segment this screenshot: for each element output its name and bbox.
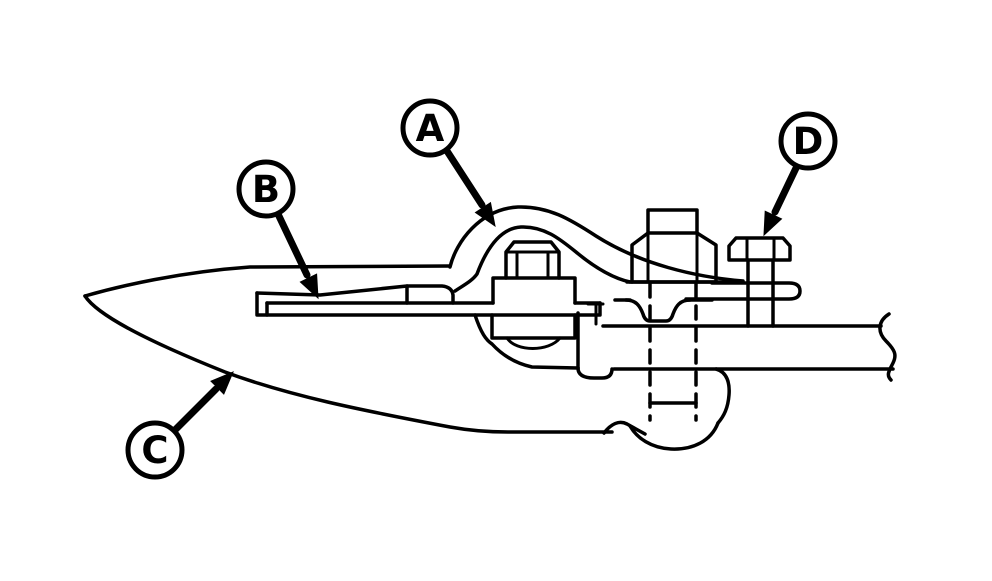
arch-inner-edge	[453, 225, 745, 293]
callout-a-arrow-head	[474, 201, 496, 228]
plate-left-bottom	[255, 291, 602, 317]
bracket-bottom-bulge	[628, 421, 720, 451]
callout-d: D	[763, 111, 838, 237]
mount-nut-hex	[630, 231, 718, 284]
bolt-d	[727, 236, 792, 328]
callout-a-label: A	[416, 107, 445, 150]
callout-c-label: C	[141, 429, 168, 472]
blade-top-edge	[83, 264, 452, 298]
blade-bottom-edge	[83, 294, 614, 434]
bolt-d-head	[727, 236, 792, 262]
clamp-arch-part	[448, 205, 745, 293]
arch-outer-edge	[448, 205, 745, 283]
callout-c-arrow-head	[210, 371, 234, 395]
callout-c-circle	[125, 420, 185, 480]
callout-b-circle	[236, 159, 296, 219]
callout-b: B	[236, 159, 319, 300]
callout-d-circle	[778, 111, 838, 171]
bracket-fold-tab	[602, 420, 647, 436]
strap-arm	[684, 281, 802, 301]
bracket-right-profile	[714, 367, 731, 425]
bolt-lower-block	[490, 313, 577, 340]
center-nut-washer	[491, 276, 577, 305]
bracket-upper-ledge	[586, 302, 605, 326]
socket-curve	[473, 313, 580, 370]
callout-b-arrow-head	[299, 273, 319, 300]
mount-nut	[625, 208, 718, 284]
callout-d-arrow-head	[763, 210, 783, 237]
callout-d-label: D	[793, 120, 824, 163]
callout-a: A	[400, 98, 496, 228]
bracket-hook	[576, 366, 614, 380]
callout-c-arrow-shaft	[170, 385, 220, 435]
center-nut-body	[504, 240, 561, 280]
mount-nut-square-top	[646, 208, 699, 235]
rod-break-symbol	[878, 312, 897, 382]
center-bolt-lower	[473, 302, 614, 380]
center-nut	[491, 240, 577, 305]
callout-a-arrow-shaft	[443, 147, 486, 209]
blade-part	[83, 264, 614, 434]
bracket-body	[602, 281, 802, 451]
plate-lip-top	[255, 284, 409, 297]
bolt-d-shaft	[746, 258, 775, 328]
callout-a-circle	[400, 98, 460, 158]
plate-end-pad	[405, 284, 455, 305]
callout-b-arrow-shaft	[274, 210, 311, 279]
callout-d-arrow-shaft	[771, 162, 801, 216]
callout-b-label: B	[252, 168, 280, 211]
bracket-countersink	[624, 298, 692, 323]
bolt-lower-round	[505, 336, 562, 350]
wear-plate-part	[255, 284, 602, 317]
rod-shaft	[601, 312, 897, 382]
callout-c: C	[125, 371, 234, 480]
